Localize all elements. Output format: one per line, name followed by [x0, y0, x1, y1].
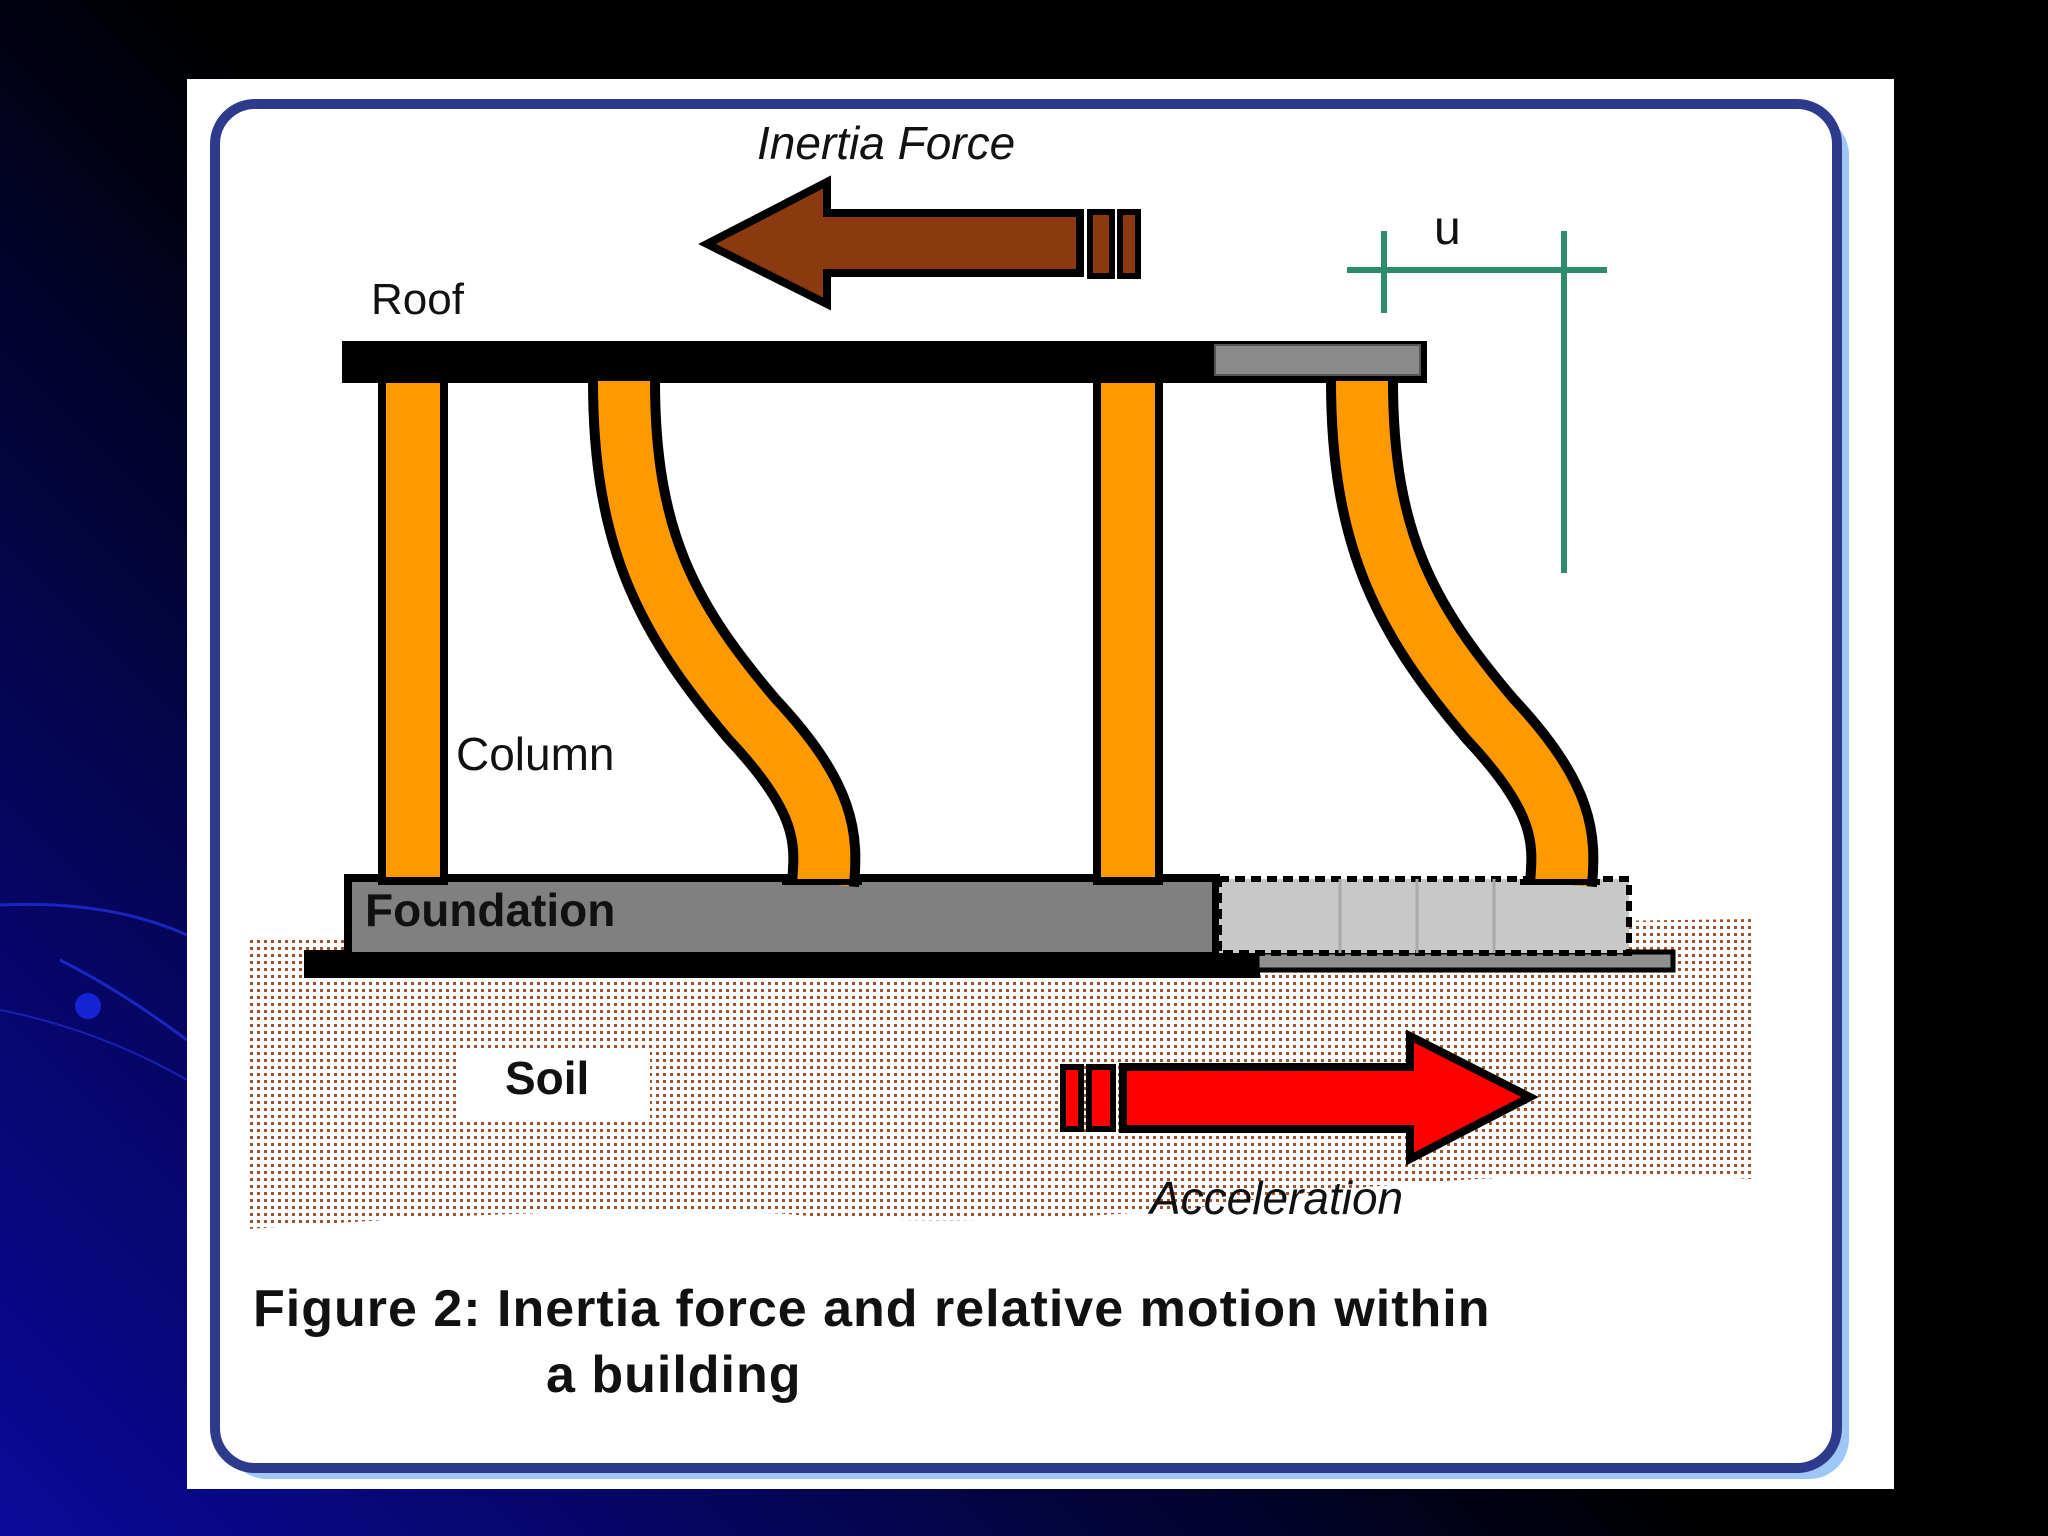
figure-caption: Figure 2: Inertia force and relative mot… — [253, 1276, 1813, 1408]
displacement-u-label: u — [1434, 202, 1461, 255]
column-right-deformed — [1336, 380, 1589, 887]
foundation-shifted — [1216, 876, 1632, 956]
foundation-label: Foundation — [365, 884, 616, 936]
roof-label: Roof — [371, 275, 464, 324]
inertia-force-arrow-icon — [698, 175, 1141, 311]
column-label: Column — [456, 728, 615, 780]
acceleration-label: Acceleration — [1150, 1172, 1404, 1224]
column-left-deformed — [598, 380, 851, 887]
column-left-straight — [378, 375, 448, 885]
foundation — [344, 874, 1220, 960]
roof-shifted — [1214, 344, 1421, 376]
diagram-panel: Inertia Force u Roof Column Foundation S… — [187, 79, 1894, 1489]
acceleration-arrow-icon — [1060, 1029, 1539, 1166]
inertia-force-label: Inertia Force — [757, 117, 1016, 169]
figure-caption-line1: Figure 2: Inertia force and relative mot… — [253, 1280, 1491, 1338]
soil-label: Soil — [505, 1052, 590, 1104]
figure-caption-line2: a building — [546, 1346, 802, 1404]
soil-label-box — [460, 1051, 650, 1121]
soil-area — [249, 919, 1752, 1229]
building-motion-diagram — [210, 99, 1849, 1479]
column-right-straight — [1093, 375, 1163, 885]
